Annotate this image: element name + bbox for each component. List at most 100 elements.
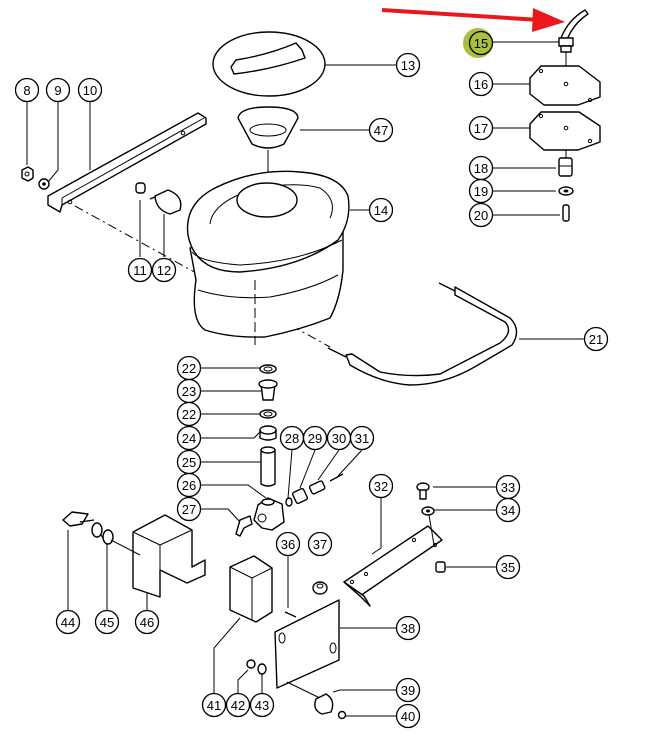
part-41-box: [229, 555, 273, 623]
part-22-oring-upper: [259, 364, 277, 374]
callout-label: 18: [474, 161, 488, 176]
callout-label: 31: [355, 431, 369, 446]
callout-circle: [395, 677, 421, 703]
callout-label: 41: [207, 698, 221, 713]
part-26-valve-body: [253, 497, 285, 531]
callout-21: 21: [583, 326, 609, 352]
callout-46: 46: [134, 609, 160, 635]
part-25-filter: [260, 446, 276, 487]
callout-circle: [495, 554, 521, 580]
callout-circle: [151, 257, 177, 283]
callout-circle: [583, 326, 609, 352]
callout-circle: [127, 257, 153, 283]
callout-circle: [349, 425, 375, 451]
part-39-mount: [314, 693, 334, 715]
part-46-bracket: [110, 514, 206, 598]
callout-33: 33: [495, 474, 521, 500]
part-33-bolt: [416, 482, 430, 500]
callout-label: 42: [231, 698, 245, 713]
callout-label: 32: [374, 479, 388, 494]
callout-30: 30: [326, 425, 352, 451]
callout-label: 26: [182, 478, 196, 493]
part-38-plate: [274, 599, 340, 701]
part-14-tank: [186, 170, 350, 345]
callout-40: 40: [395, 703, 421, 729]
callout-37: 37: [307, 531, 333, 557]
callout-35: 35: [495, 554, 521, 580]
callout-circle: [134, 609, 160, 635]
callout-17: 17: [468, 115, 494, 141]
part-11-plug: [135, 182, 146, 194]
callout-15: 15: [468, 30, 494, 56]
callout-label: 30: [332, 431, 346, 446]
callout-circle: [176, 425, 202, 451]
callout-label: 19: [474, 184, 488, 199]
callout-label: 8: [23, 83, 30, 98]
callout-label: 21: [589, 332, 603, 347]
callout-label: 20: [474, 208, 488, 223]
part-37-grommet: [312, 581, 328, 595]
callout-circle: [55, 609, 81, 635]
callout-label: 28: [285, 431, 299, 446]
callout-13: 13: [395, 52, 421, 78]
callout-circle: [77, 77, 103, 103]
callout-circle: [45, 77, 71, 103]
callout-12: 12: [151, 257, 177, 283]
callout-39: 39: [395, 677, 421, 703]
callout-42: 42: [225, 692, 251, 718]
callout-circle: [468, 115, 494, 141]
callout-19: 19: [468, 178, 494, 204]
part-43-washer: [257, 663, 267, 675]
callout-label: 47: [374, 123, 388, 138]
callout-label: 12: [157, 263, 171, 278]
part-12-bumper: [149, 189, 182, 215]
part-13-lid: [212, 31, 326, 97]
callout-circle: [14, 77, 40, 103]
callout-label: 23: [182, 384, 196, 399]
callout-circle: [395, 615, 421, 641]
part-9-washer: [38, 178, 50, 190]
callout-10: 10: [77, 77, 103, 103]
callout-label: 40: [401, 709, 415, 724]
part-29-nipple: [291, 487, 309, 505]
part-45-washers: [91, 522, 114, 545]
callout-24: 24: [176, 425, 202, 451]
callout-circle: [176, 472, 202, 498]
callout-38: 38: [395, 615, 421, 641]
callout-label: 11: [133, 263, 147, 278]
callout-18: 18: [468, 155, 494, 181]
callout-label: 27: [182, 502, 196, 517]
callout-27: 27: [176, 496, 202, 522]
callout-circle: [176, 401, 202, 427]
part-15-nozzle: [558, 9, 589, 80]
callout-label: 15: [474, 36, 488, 51]
callout-circle: [302, 425, 328, 451]
callout-label: 35: [501, 560, 515, 575]
part-28-oring: [285, 497, 293, 507]
part-21-strap: [327, 282, 518, 386]
callout-circle: [368, 117, 394, 143]
callout-label: 24: [182, 431, 196, 446]
part-35-nut: [435, 561, 446, 573]
callout-circle: [468, 30, 494, 56]
callout-circle: [307, 531, 333, 557]
callout-label: 29: [308, 431, 322, 446]
callout-34: 34: [495, 497, 521, 523]
callout-label: 10: [83, 83, 97, 98]
callout-label: 37: [313, 537, 327, 552]
callout-26: 26: [176, 472, 202, 498]
callout-label: 22: [182, 361, 196, 376]
callout-circle: [368, 473, 394, 499]
part-18-fitting: [558, 157, 573, 177]
callout-label: 13: [401, 58, 415, 73]
callout-43: 43: [249, 692, 275, 718]
callout-label: 14: [374, 203, 388, 218]
callout-label: 22: [182, 407, 196, 422]
callout-16: 16: [468, 71, 494, 97]
part-32-bracket: [343, 525, 443, 607]
callout-41: 41: [201, 692, 227, 718]
part-30-nut: [308, 480, 326, 495]
callout-label: 46: [140, 615, 154, 630]
callout-circle: [176, 496, 202, 522]
callout-14: 14: [368, 197, 394, 223]
